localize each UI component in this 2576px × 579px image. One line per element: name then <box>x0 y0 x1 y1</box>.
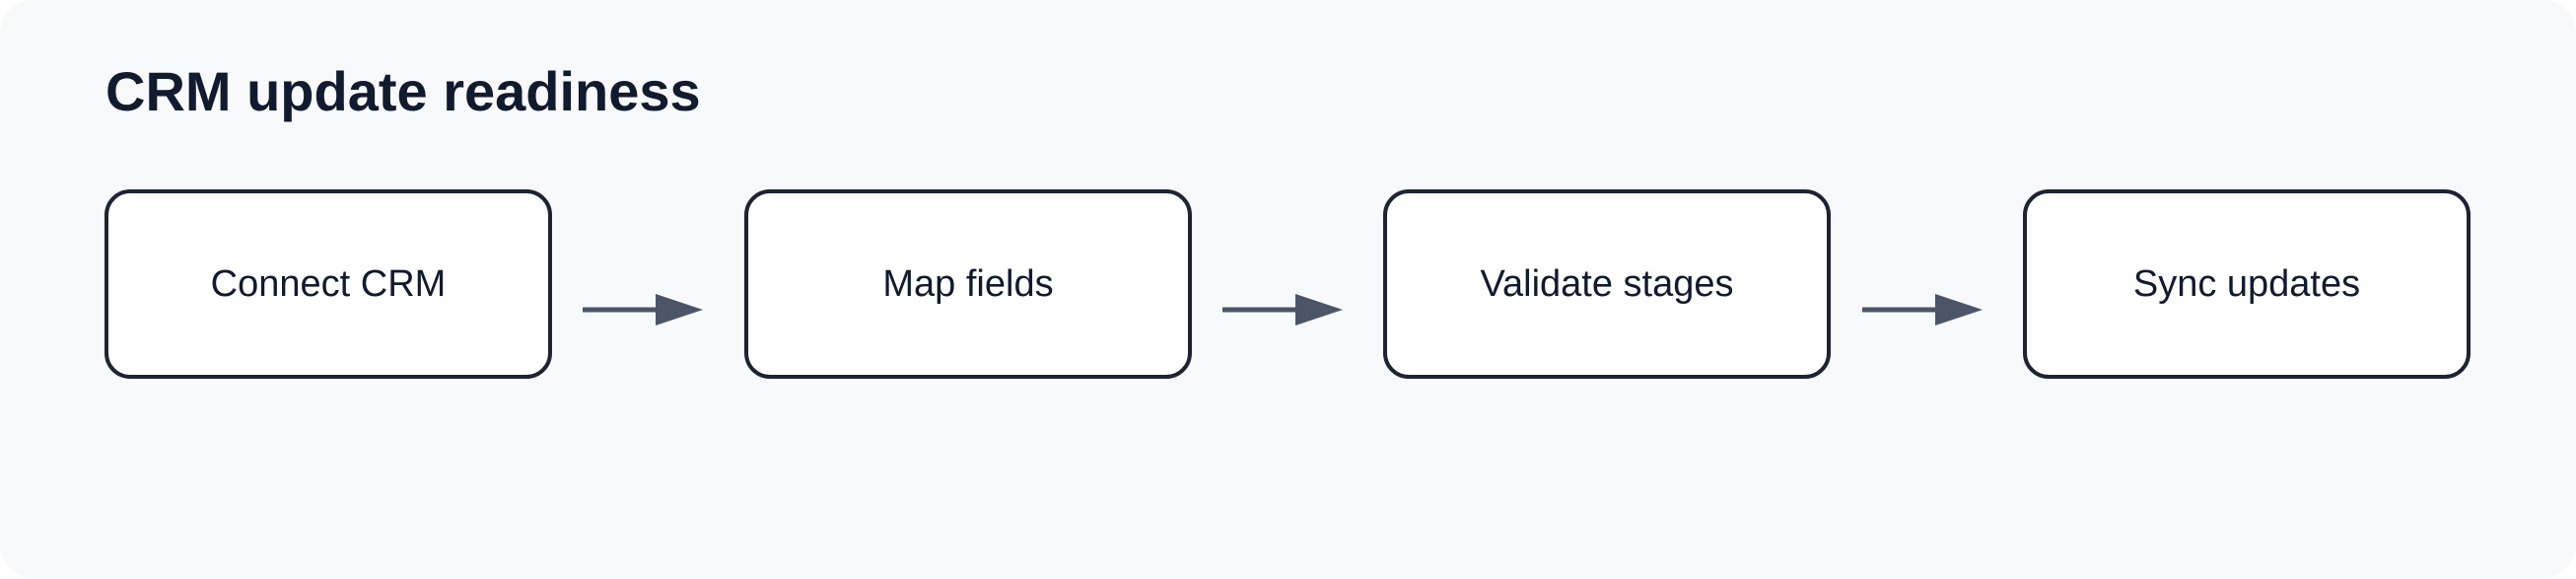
step-validate-stages: Validate stages <box>1383 189 1831 379</box>
step-sync-updates: Sync updates <box>2023 189 2471 379</box>
diagram-title: CRM update readiness <box>105 60 701 122</box>
arrow-connector <box>1862 290 1984 329</box>
step-label: Validate stages <box>1480 262 1734 305</box>
arrow-right-icon <box>583 294 703 326</box>
step-label: Connect CRM <box>210 262 447 305</box>
step-label: Map fields <box>882 262 1054 305</box>
step-connect-crm: Connect CRM <box>104 189 552 379</box>
step-map-fields: Map fields <box>744 189 1192 379</box>
arrow-right-icon <box>1222 294 1343 326</box>
step-label: Sync updates <box>2132 262 2361 305</box>
arrow-right-icon <box>1862 294 1983 326</box>
arrow-connector <box>1222 290 1345 329</box>
arrow-connector <box>583 290 705 329</box>
